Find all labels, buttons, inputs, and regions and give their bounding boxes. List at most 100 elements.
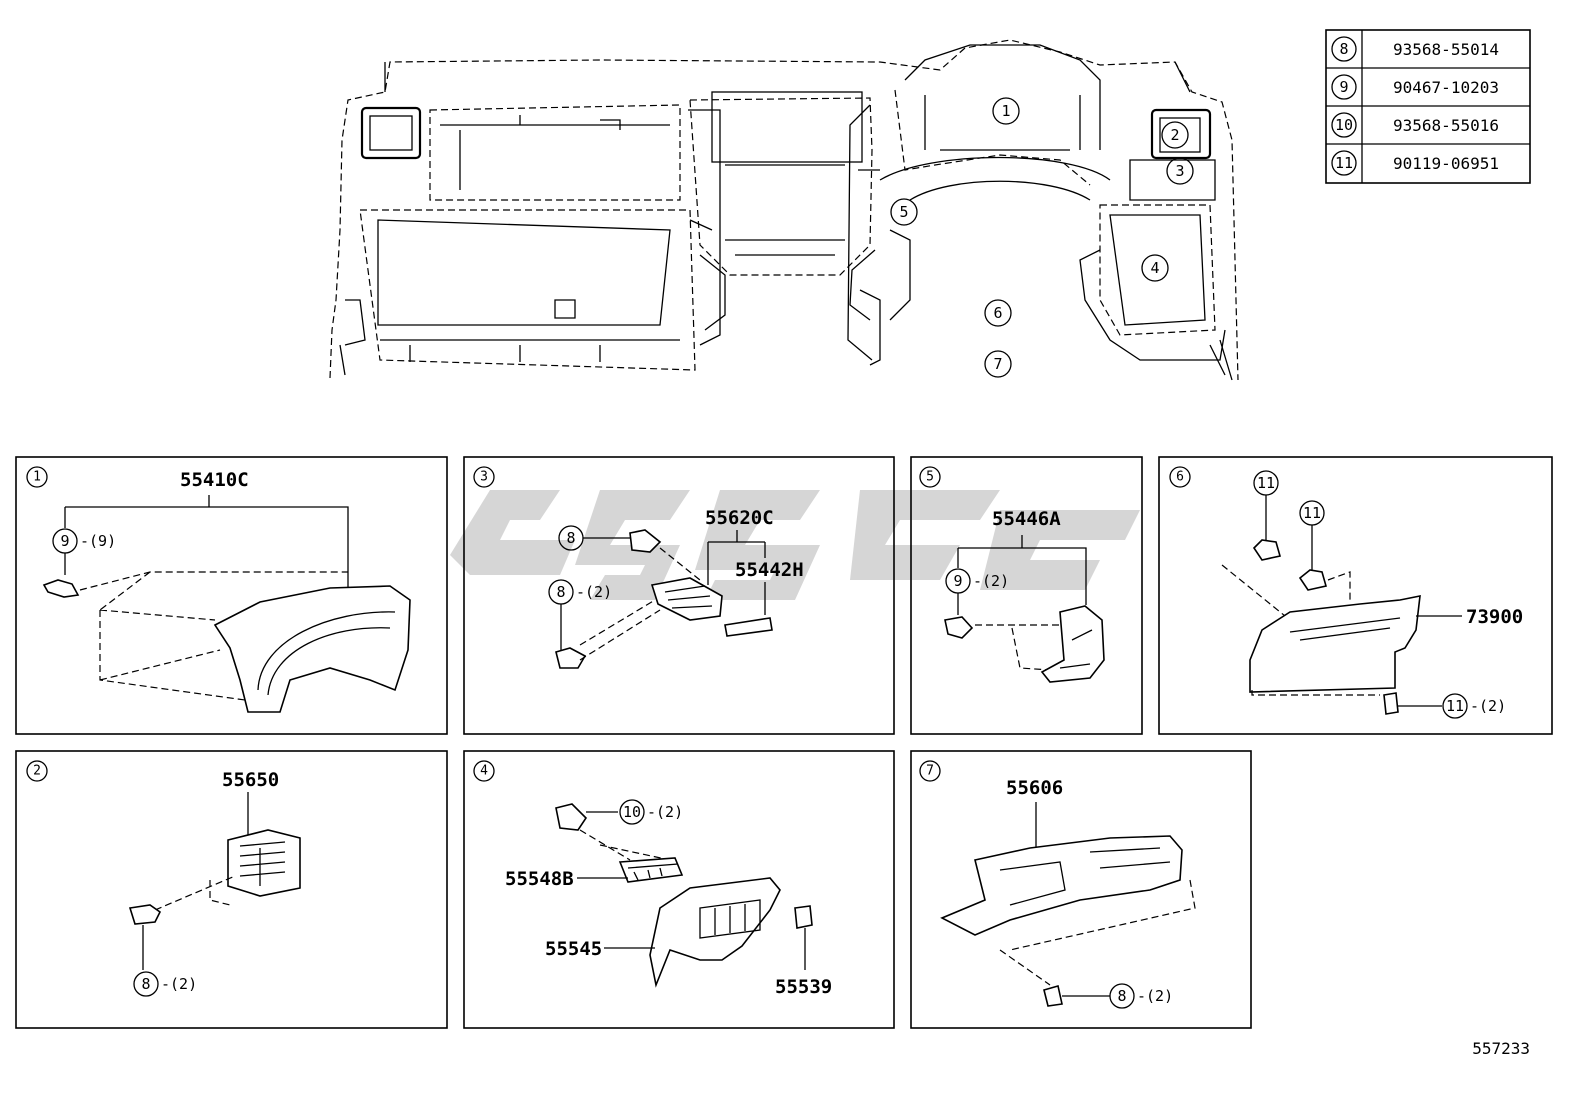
svg-text:3: 3 [1175, 162, 1184, 180]
screw-part [629, 529, 662, 553]
fastener-callout: 8 -(2) [548, 579, 612, 605]
table-row: 11 90119-06951 [1331, 150, 1499, 176]
overview-dashboard: 1 2 3 4 5 6 7 [329, 39, 1239, 381]
watermark-logo [450, 490, 1140, 600]
fastener-callout: 10 -(2) [619, 799, 683, 825]
svg-text:11: 11 [1257, 474, 1275, 492]
svg-text:11: 11 [1303, 504, 1321, 522]
svg-text:5: 5 [899, 203, 908, 221]
svg-text:10: 10 [623, 803, 641, 821]
part-label-55446A: 55446A [992, 508, 1061, 530]
clip-part [944, 616, 974, 639]
part-label-55620C: 55620C [705, 507, 774, 529]
svg-text:8: 8 [566, 529, 575, 547]
panel-5: 5 55446A 9 -(2) [910, 456, 1143, 735]
fastener-callout: 8 -(2) [133, 971, 197, 997]
svg-text:-(2): -(2) [576, 583, 612, 601]
svg-text:2: 2 [33, 764, 41, 779]
panel-4: 4 10 -(2) 55548B 55545 55539 [463, 750, 895, 1029]
switch-bracket-part [650, 577, 723, 621]
cluster-hood-part [213, 585, 411, 713]
switch-part [618, 857, 684, 883]
clip-part [794, 905, 813, 929]
part-label-55410C: 55410C [180, 469, 249, 491]
overview-marker-6: 6 [984, 299, 1012, 327]
parts-table: 8 93568-55014 9 90467-10203 10 93568-550… [1325, 29, 1531, 184]
svg-text:8: 8 [556, 583, 565, 601]
panel-3: 3 55620C 55442H 8 8 -(2) [463, 456, 895, 735]
svg-text:3: 3 [480, 470, 488, 485]
screw-part [1298, 569, 1328, 591]
svg-text:1: 1 [1001, 102, 1010, 120]
table-row: 9 90467-10203 [1331, 74, 1499, 100]
svg-text:-(2): -(2) [973, 572, 1009, 590]
diagram-id: 557233 [1472, 1039, 1530, 1058]
svg-text:9: 9 [1339, 78, 1348, 96]
svg-text:7: 7 [993, 355, 1002, 373]
svg-text:5: 5 [926, 470, 934, 485]
console-panel-part [940, 835, 1183, 936]
svg-text:2: 2 [1170, 126, 1179, 144]
fastener-callout: 9 -(9) [52, 528, 116, 554]
part-label-55539: 55539 [775, 976, 832, 998]
overview-marker-4: 4 [1141, 254, 1169, 282]
panel-7: 7 55606 8 -(2) [910, 750, 1252, 1029]
clip-part [42, 579, 80, 598]
panel-1: 1 55410C 9 -(9) [15, 456, 448, 735]
screw-part [1043, 984, 1063, 1007]
part-label-55548B: 55548B [505, 868, 574, 890]
cover-part [724, 617, 773, 637]
part-label-55545: 55545 [545, 938, 602, 960]
fastener-callout: 8 [558, 525, 584, 551]
svg-text:-(2): -(2) [1137, 987, 1173, 1005]
fastener-callout: 11 [1253, 470, 1279, 496]
svg-text:-(2): -(2) [647, 803, 683, 821]
overview-marker-3: 3 [1166, 157, 1194, 185]
lower-cover-part [1249, 594, 1421, 693]
svg-text:90119-06951: 90119-06951 [1393, 154, 1499, 173]
screw-part [1383, 692, 1399, 715]
svg-text:-(2): -(2) [161, 975, 197, 993]
svg-text:8: 8 [1117, 987, 1126, 1005]
svg-text:90467-10203: 90467-10203 [1393, 78, 1499, 97]
svg-text:11: 11 [1335, 154, 1353, 172]
screw-part [128, 904, 162, 925]
fastener-callout: 11 -(2) [1442, 693, 1506, 719]
overview-marker-5: 5 [890, 198, 918, 226]
panel-6: 6 11 11 73900 11 -(2) [1158, 456, 1553, 735]
screw-part [555, 803, 588, 831]
part-label-55650: 55650 [222, 769, 279, 791]
screw-part [1252, 539, 1282, 561]
screw-part [555, 647, 587, 669]
table-row: 10 93568-55016 [1331, 112, 1499, 138]
part-label-55606: 55606 [1006, 777, 1063, 799]
fastener-callout: 8 -(2) [1109, 983, 1173, 1009]
panel-2: 2 55650 8 -(2) [15, 750, 448, 1029]
svg-text:9: 9 [60, 532, 69, 550]
part-label-73900: 73900 [1466, 606, 1523, 628]
fastener-callout: 11 [1299, 500, 1325, 526]
overview-marker-2: 2 [1161, 121, 1189, 149]
svg-text:-(9): -(9) [80, 532, 116, 550]
fastener-callout: 9 -(2) [945, 568, 1009, 594]
overview-marker-1: 1 [992, 97, 1020, 125]
svg-text:6: 6 [993, 304, 1002, 322]
svg-text:10: 10 [1335, 116, 1353, 134]
svg-text:93568-55014: 93568-55014 [1393, 40, 1499, 59]
overview-marker-7: 7 [984, 350, 1012, 378]
svg-text:8: 8 [1339, 40, 1348, 58]
svg-text:4: 4 [480, 764, 488, 779]
table-row: 8 93568-55014 [1331, 36, 1499, 62]
svg-text:11: 11 [1446, 697, 1464, 715]
svg-text:8: 8 [141, 975, 150, 993]
svg-text:1: 1 [33, 470, 41, 485]
svg-text:9: 9 [953, 572, 962, 590]
svg-text:93568-55016: 93568-55016 [1393, 116, 1499, 135]
svg-text:-(2): -(2) [1470, 697, 1506, 715]
svg-text:4: 4 [1150, 259, 1159, 277]
svg-text:7: 7 [926, 764, 934, 779]
side-vent-part [227, 829, 301, 897]
part-label-55442H: 55442H [735, 559, 804, 581]
svg-text:6: 6 [1176, 470, 1184, 485]
